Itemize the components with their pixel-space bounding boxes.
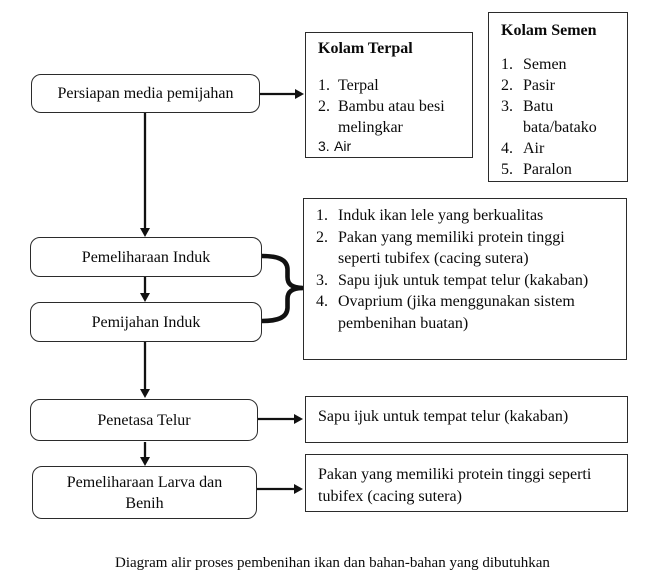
arrowhead bbox=[295, 89, 304, 99]
brace-connector bbox=[259, 285, 305, 324]
flow-node-pemijahan-induk: Pemijahan Induk bbox=[30, 302, 262, 342]
arrowhead bbox=[294, 484, 303, 494]
info-box-kebutuhan-induk: 1. Induk ikan lele yang berkualitas 2. P… bbox=[303, 198, 627, 360]
arrowhead bbox=[294, 414, 303, 424]
list-item-number: 4. bbox=[316, 293, 328, 310]
list-item-text: Air bbox=[523, 140, 545, 157]
list-item-number: 1. bbox=[318, 77, 330, 94]
list-item: 3. Sapu ijuk untuk tempat telur (kakaban… bbox=[316, 270, 618, 292]
list-item: 5. Paralon bbox=[501, 159, 623, 180]
list-item-text: Semen bbox=[523, 56, 567, 73]
list-item-text: Sapu ijuk untuk tempat telur (kakaban) bbox=[338, 271, 589, 289]
list-item-text: Pakan yang memiliki protein tinggi seper… bbox=[338, 228, 565, 268]
list-item: 4. Air bbox=[501, 138, 623, 159]
list-item-number: 1. bbox=[316, 207, 328, 224]
info-box-title: Kolam Semen bbox=[501, 22, 597, 39]
list-item-text: Induk ikan lele yang berkualitas bbox=[338, 207, 544, 224]
flow-node-penetasan-telur: Penetasa Telur bbox=[30, 399, 258, 441]
flow-node-label: Pemijahan Induk bbox=[91, 313, 201, 331]
flow-node-pemeliharaan-larva-benih: Pemeliharaan Larva dan Benih bbox=[32, 466, 257, 519]
list-item-number: 3. bbox=[318, 138, 330, 154]
brace-connector bbox=[259, 253, 305, 291]
info-box-kebutuhan-larva: Pakan yang memiliki protein tinggi seper… bbox=[305, 454, 628, 512]
flow-node-label: Pemeliharaan Induk bbox=[81, 248, 211, 266]
diagram-caption: Diagram alir proses pembenihan ikan dan … bbox=[115, 555, 550, 571]
info-box-text: Pakan yang memiliki protein tinggi seper… bbox=[318, 466, 592, 505]
list-item: 3. Batu bata/batako bbox=[501, 96, 623, 138]
list-item-number: 1. bbox=[501, 56, 513, 73]
list-item: 2. Bambu atau besi melingkar bbox=[318, 96, 466, 138]
arrowhead bbox=[140, 228, 150, 237]
flow-node-label: Persiapan media pemijahan bbox=[57, 85, 234, 102]
flow-node-persiapan-media-pemijahan: Persiapan media pemijahan bbox=[31, 74, 260, 113]
arrowhead bbox=[140, 457, 150, 466]
list-item-text: Terpal bbox=[338, 77, 379, 94]
list-item: 1. Induk ikan lele yang berkualitas bbox=[316, 205, 618, 227]
flow-node-label: Pemeliharaan Larva dan Benih bbox=[66, 473, 223, 512]
info-box-title: Kolam Terpal bbox=[318, 40, 413, 57]
list-item-number: 3. bbox=[316, 271, 328, 289]
list-item: 2. Pasir bbox=[501, 75, 623, 96]
list-item: 3. Air bbox=[318, 138, 466, 154]
list-item: 2. Pakan yang memiliki protein tinggi se… bbox=[316, 227, 618, 270]
list-item-number: 2. bbox=[316, 228, 328, 246]
list-item: 1. Terpal bbox=[318, 75, 466, 96]
list-item-text: Ovaprium (jika menggunakan sistem pemben… bbox=[338, 293, 575, 332]
list-item-number: 2. bbox=[501, 77, 513, 94]
info-box-text: Sapu ijuk untuk tempat telur (kakaban) bbox=[318, 408, 569, 425]
list-item: 1. Semen bbox=[501, 54, 623, 75]
arrowhead bbox=[140, 293, 150, 302]
list-item-number: 3. bbox=[501, 98, 513, 115]
arrowhead bbox=[140, 389, 150, 398]
list-item-text: Pasir bbox=[523, 77, 555, 94]
list-item-text: Air bbox=[334, 138, 352, 154]
list-item-text: Paralon bbox=[523, 161, 572, 178]
info-box-kolam-terpal: Kolam Terpal 1. Terpal 2. Bambu atau bes… bbox=[305, 32, 473, 158]
list-item-number: 4. bbox=[501, 140, 513, 157]
list-item: 4. Ovaprium (jika menggunakan sistem pem… bbox=[316, 291, 618, 334]
info-box-kebutuhan-penetasan: Sapu ijuk untuk tempat telur (kakaban) bbox=[305, 396, 628, 443]
list-item-text: Batu bata/batako bbox=[523, 98, 597, 136]
flow-node-pemeliharaan-induk: Pemeliharaan Induk bbox=[30, 237, 262, 277]
list-item-text: Bambu atau besi melingkar bbox=[338, 98, 445, 136]
info-box-kolam-semen: Kolam Semen 1. Semen 2. Pasir 3. Batu ba… bbox=[488, 12, 628, 182]
flow-node-label: Penetasa Telur bbox=[97, 411, 191, 429]
list-item-number: 5. bbox=[501, 161, 513, 178]
list-item-number: 2. bbox=[318, 98, 330, 115]
